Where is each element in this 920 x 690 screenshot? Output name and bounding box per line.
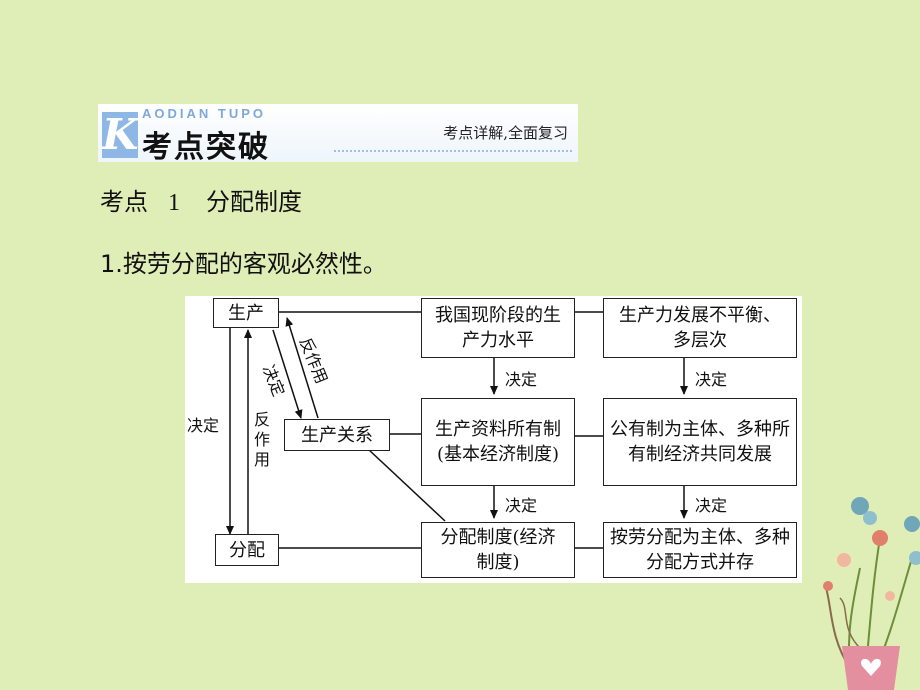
box-production: 生产 bbox=[213, 298, 279, 328]
label-mid-decides-1: 决定 bbox=[505, 370, 538, 389]
arrow-relations-react-production bbox=[285, 317, 319, 419]
banner-subtitle: 考点详解,全面复习 bbox=[443, 124, 568, 142]
label-right-decides-1: 决定 bbox=[695, 370, 728, 389]
banner-k-logo: K bbox=[102, 110, 139, 159]
box-labor-distribution: 按劳分配为主体、多种分配方式并存 bbox=[603, 522, 797, 578]
box-ownership: 生产资料所有制(基本经济制度) bbox=[421, 398, 575, 486]
box-productivity-level: 我国现阶段的生产力水平 bbox=[421, 298, 575, 358]
banner-english-label: AODIAN TUPO bbox=[142, 106, 266, 121]
box-uneven-productivity: 生产力发展不平衡、多层次 bbox=[603, 298, 797, 358]
connector-lines bbox=[226, 311, 688, 549]
line-relations-system bbox=[367, 448, 446, 522]
banner-dotted-line bbox=[334, 150, 572, 152]
box-production-relations: 生产关系 bbox=[284, 419, 390, 451]
box-distribution: 分配 bbox=[215, 534, 279, 566]
section-banner: K AODIAN TUPO 考点突破 考点详解,全面复习 bbox=[98, 104, 578, 165]
topic-heading: 考点 1 分配制度 bbox=[100, 182, 302, 217]
box-public-ownership: 公有制为主体、多种所有制经济共同发展 bbox=[603, 398, 797, 486]
topic-prefix: 考点 bbox=[100, 188, 148, 216]
flow-diagram: 生产 生产关系 分配 决定 反作用 决定 反作用 我国现阶段的生产力水平 决定 … bbox=[185, 296, 802, 583]
flower-pot-decoration bbox=[823, 497, 920, 690]
label-react-vertical: 反作用 bbox=[253, 410, 270, 469]
point-text: 1.按劳分配的客观必然性。 bbox=[100, 250, 387, 278]
label-right-decides-2: 决定 bbox=[695, 496, 728, 515]
box-distribution-system: 分配制度(经济制度) bbox=[421, 522, 575, 578]
topic-title: 分配制度 bbox=[206, 188, 302, 216]
label-mid-decides-2: 决定 bbox=[505, 496, 538, 515]
banner-background bbox=[98, 104, 578, 162]
arrow-production-decides-relations bbox=[272, 329, 303, 419]
banner-title: 考点突破 bbox=[142, 130, 270, 165]
topic-number: 1 bbox=[168, 190, 180, 216]
label-decides-vertical: 决定 bbox=[187, 416, 220, 435]
